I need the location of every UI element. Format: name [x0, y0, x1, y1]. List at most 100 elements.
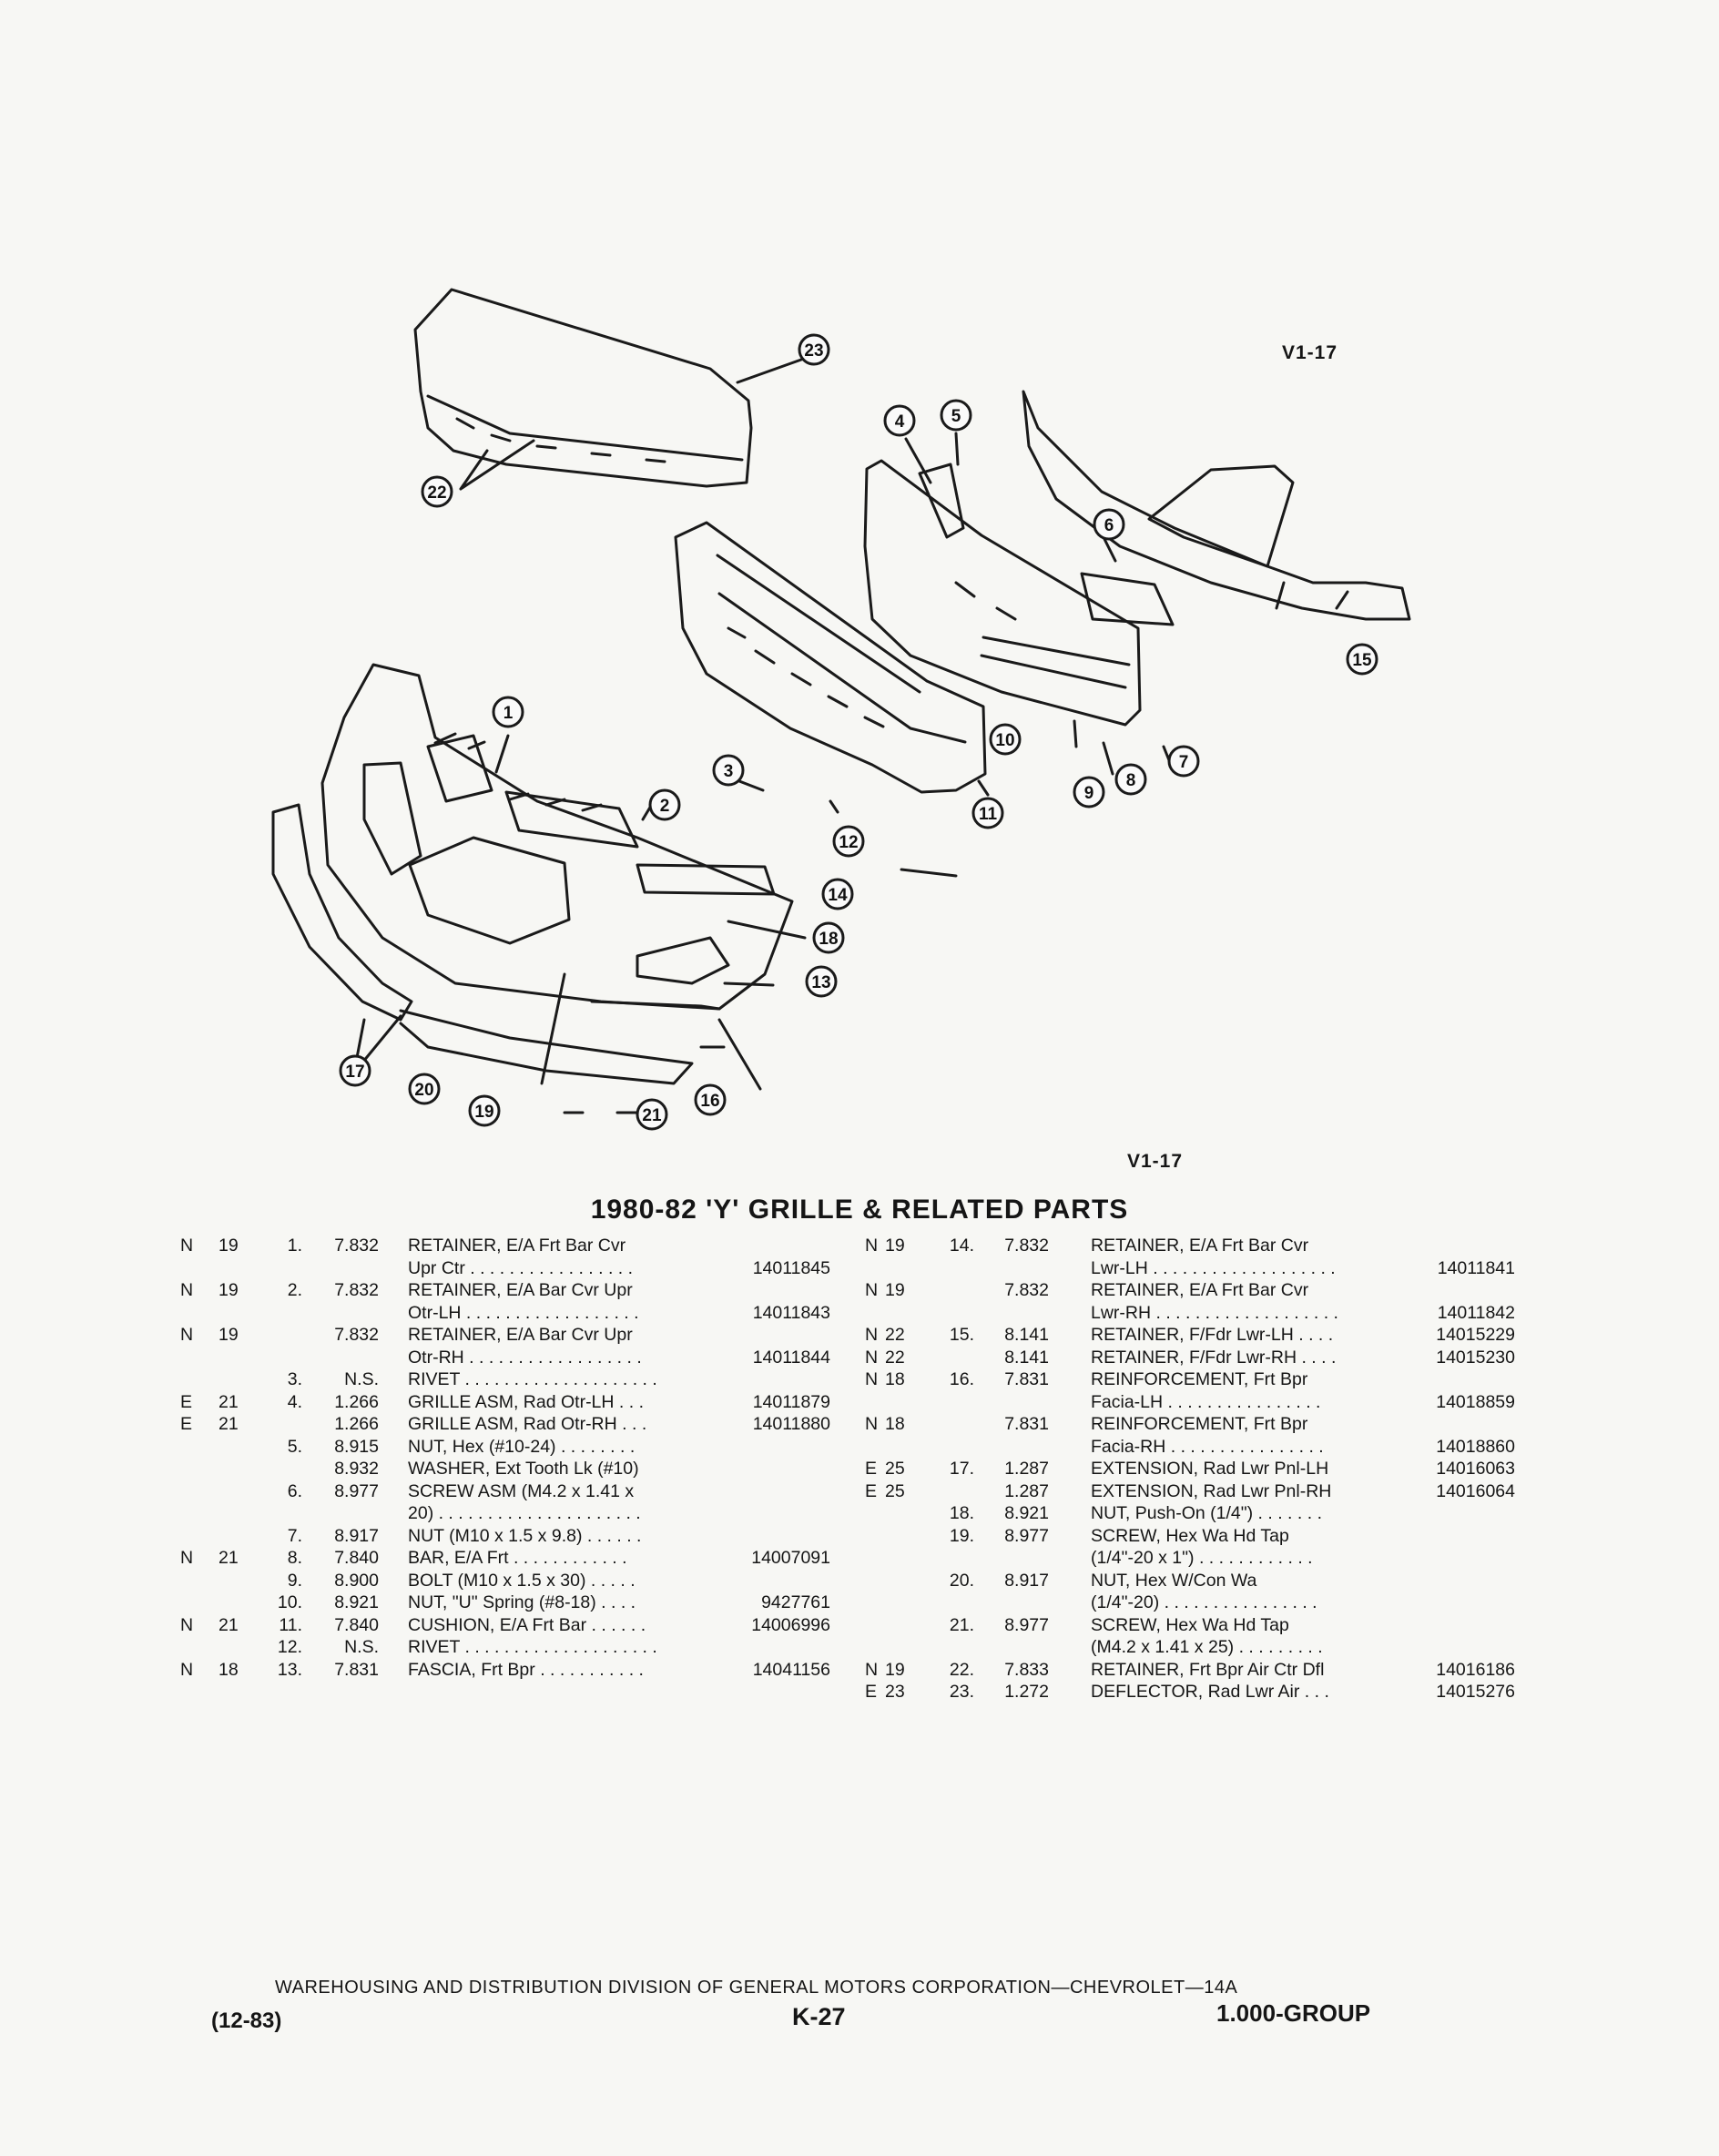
catalog-number: 7.832: [1004, 1236, 1049, 1256]
callout-number-20: 20: [414, 1081, 433, 1100]
callout-circle-10: [989, 723, 1022, 756]
panel-part: [1022, 390, 1411, 621]
catalog-number: 7.832: [334, 1236, 379, 1256]
callout-circle-2: [648, 788, 681, 821]
part-description: Otr-RH . . . . . . . . . . . . . . . . .…: [408, 1347, 642, 1368]
parts-row: 3.N.S.RIVET . . . . . . . . . . . . . . …: [180, 1368, 845, 1391]
callout-circle-14: [821, 878, 854, 910]
source-flag: N: [180, 1548, 194, 1568]
part-description: Lwr-RH . . . . . . . . . . . . . . . . .…: [1091, 1302, 1338, 1323]
illustration-number: 14.: [949, 1236, 974, 1256]
parts-row: Facia-RH . . . . . . . . . . . . . . . .…: [865, 1436, 1521, 1459]
callout-number-18: 18: [819, 930, 838, 949]
part-description: (M4.2 x 1.41 x 25) . . . . . . . . .: [1091, 1637, 1323, 1657]
part-description: RETAINER, Frt Bpr Air Ctr Dfl: [1091, 1659, 1325, 1680]
part-number: 14015229: [1436, 1325, 1515, 1345]
cushion-part: [674, 521, 987, 794]
part-description: NUT, "U" Spring (#8-18) . . . .: [408, 1592, 636, 1612]
catalog-number: 8.141: [1004, 1325, 1049, 1345]
figure-label-bottom: V1-17: [1127, 1151, 1184, 1172]
part-description: EXTENSION, Rad Lwr Pnl-LH: [1091, 1459, 1329, 1479]
illustration-number: 9.: [287, 1570, 302, 1591]
catalog-number: 7.832: [334, 1280, 379, 1300]
callout-circle-8: [1114, 763, 1147, 796]
section-title: 1980-82 'Y' GRILLE & RELATED PARTS: [590, 1195, 1129, 1225]
part-number: 14018859: [1436, 1391, 1515, 1412]
callout-number-3: 3: [724, 762, 734, 781]
group-code: 19: [885, 1280, 905, 1300]
source-flag: N: [865, 1325, 879, 1345]
source-flag: N: [180, 1280, 194, 1300]
part-description: EXTENSION, Rad Lwr Pnl-RH: [1091, 1480, 1332, 1501]
part-number: 14011845: [752, 1257, 830, 1278]
callout-number-11: 11: [979, 805, 998, 824]
window-panel: [1147, 464, 1295, 568]
page-number: K-27: [792, 2003, 846, 2030]
part-number: 14007091: [751, 1548, 830, 1568]
part-number: 14011880: [752, 1414, 830, 1434]
group-code: 18: [219, 1659, 239, 1680]
callout-circle-1: [492, 696, 524, 728]
catalog-number: 7.840: [334, 1548, 379, 1568]
fascia-part: [320, 663, 794, 1011]
group-code: 21: [219, 1391, 239, 1412]
callout-circle-23: [798, 333, 830, 366]
illustration-number: 21.: [949, 1614, 974, 1635]
source-flag: N: [865, 1414, 879, 1434]
callout-number-8: 8: [1126, 771, 1136, 790]
catalog-number: 8.921: [334, 1592, 379, 1612]
catalog-number: 8.900: [334, 1570, 379, 1591]
parts-row: Lwr-RH . . . . . . . . . . . . . . . . .…: [865, 1302, 1521, 1325]
part-description: BAR, E/A Frt . . . . . . . . . . . .: [408, 1548, 627, 1568]
part-number: 14041156: [752, 1659, 830, 1680]
part-description: Lwr-LH . . . . . . . . . . . . . . . . .…: [1091, 1257, 1336, 1278]
deflector-part: [413, 288, 753, 488]
callout-circle-22: [421, 475, 453, 508]
part-description: CUSHION, E/A Frt Bar . . . . . .: [408, 1614, 646, 1635]
group-code: 19: [885, 1659, 905, 1680]
part-description: RETAINER, E/A Frt Bar Cvr: [408, 1236, 626, 1256]
part-number: 14011842: [1437, 1302, 1515, 1323]
retainer-part: [918, 463, 965, 539]
group-code: 19: [219, 1236, 239, 1256]
group-code: 21: [219, 1614, 239, 1635]
callout-number-22: 22: [427, 483, 446, 503]
callout-number-21: 21: [642, 1106, 662, 1125]
catalog-number: 1.287: [1004, 1459, 1049, 1479]
part-description: WASHER, Ext Tooth Lk (#10): [408, 1459, 639, 1479]
part-description: Otr-LH . . . . . . . . . . . . . . . . .…: [408, 1302, 639, 1323]
callout-number-2: 2: [660, 797, 670, 816]
catalog-number: 1.287: [1004, 1480, 1049, 1501]
illustration-number: 20.: [949, 1570, 974, 1591]
figure-label-top: V1-17: [1282, 342, 1338, 363]
source-flag: E: [180, 1414, 193, 1434]
callout-circle-21: [636, 1098, 668, 1131]
group-code: 22: [885, 1325, 905, 1345]
catalog-number: 8.977: [1004, 1614, 1049, 1635]
callout-circle-11: [971, 797, 1004, 829]
callout-number-7: 7: [1179, 753, 1189, 772]
part-description: NUT (M10 x 1.5 x 9.8) . . . . . .: [408, 1525, 642, 1546]
group-label: 1.000-GROUP: [1216, 1999, 1371, 2027]
parts-row: (M4.2 x 1.41 x 25) . . . . . . . . .: [865, 1636, 1521, 1659]
callout-number-23: 23: [804, 341, 823, 361]
part-description: Upr Ctr . . . . . . . . . . . . . . . . …: [408, 1257, 634, 1278]
footer-date: (12-83): [211, 2009, 282, 2033]
callout-circle-19: [468, 1094, 501, 1127]
group-code: 25: [885, 1459, 905, 1479]
source-flag: N: [865, 1369, 879, 1389]
illustration-number: 1.: [287, 1236, 302, 1256]
